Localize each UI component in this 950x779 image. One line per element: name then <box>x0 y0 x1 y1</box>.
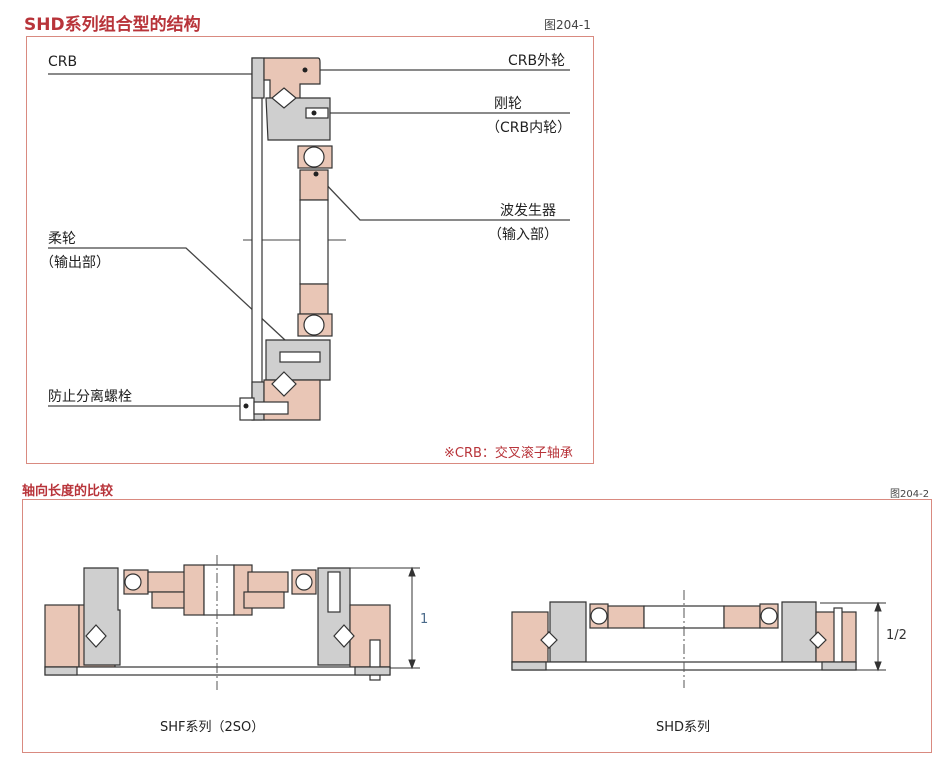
wave-gen-plug-bottom <box>299 283 329 315</box>
crossed-roller-top <box>271 87 297 109</box>
leader-wave-generator <box>319 177 570 221</box>
shd-cross-section <box>511 601 857 671</box>
shd-caption: SHD系列 <box>656 720 711 735</box>
shf-dimension-label: 1 <box>420 612 429 627</box>
label-circular-spline-sub: （CRB内轮） <box>486 120 572 136</box>
shf-caption: SHF系列（2SO） <box>160 720 265 735</box>
figure2-title: 轴向长度的比较 <box>22 484 114 499</box>
ball-bottom <box>303 314 325 336</box>
label-flexspline: 柔轮 <box>48 231 76 247</box>
figure1-title: SHD系列组合型的结构 <box>24 15 201 35</box>
figure2-number: 图204-2 <box>890 489 930 500</box>
shd-dimension <box>820 601 886 672</box>
figure2-frame <box>22 499 932 753</box>
anti-separation-bolt-shank <box>253 401 289 415</box>
crossed-roller-bottom <box>271 371 297 397</box>
label-circular-spline: 刚轮 <box>494 96 522 112</box>
crb-note: ※CRB：交叉滚子轴承 <box>444 446 573 461</box>
label-anti-separation-bolt: 防止分离螺栓 <box>48 389 132 405</box>
label-crb-outer-ring: CRB外轮 <box>508 53 566 69</box>
figure1-number: 图204-1 <box>544 18 591 32</box>
ball-top <box>303 146 325 168</box>
shf-dimension <box>350 566 420 670</box>
label-wave-generator: 波发生器 <box>500 203 556 219</box>
label-flexspline-sub: （输出部） <box>40 255 110 271</box>
label-crb: CRB <box>48 54 78 70</box>
label-wave-generator-sub: （输入部） <box>488 227 558 243</box>
shd-dimension-label: 1/2 <box>886 628 907 643</box>
bolt-mid <box>279 351 321 363</box>
wave-gen-hollow <box>299 199 329 285</box>
figure1-frame <box>26 36 594 464</box>
bolt-top <box>305 107 329 119</box>
